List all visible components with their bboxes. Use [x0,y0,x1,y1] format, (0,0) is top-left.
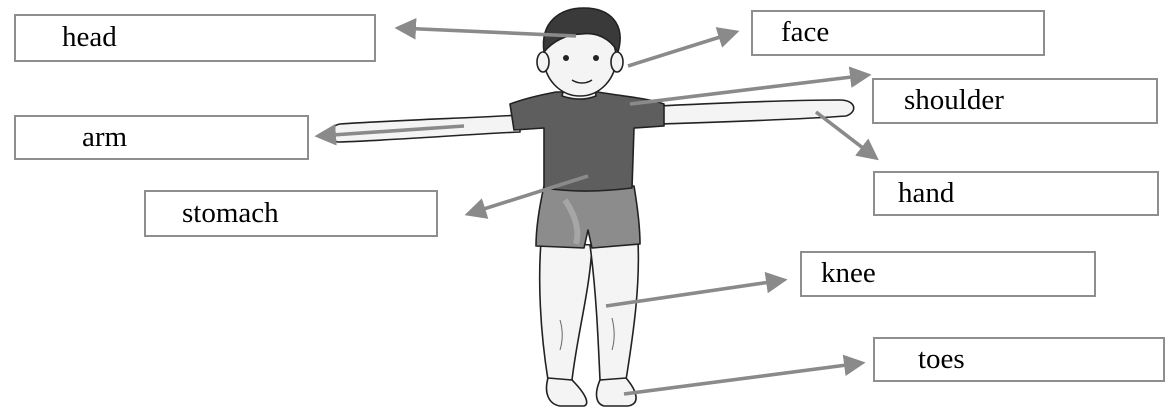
arrow-face [628,32,736,66]
label-box-head: head [14,14,376,62]
label-knee: knee [821,259,876,288]
boy-legs [540,242,639,380]
label-stomach: stomach [182,198,279,227]
label-box-knee: knee [800,251,1096,297]
boy-shorts [536,186,640,248]
label-head: head [62,23,117,52]
label-box-face: face [751,10,1045,56]
label-box-hand: hand [873,171,1159,216]
label-hand: hand [898,178,954,207]
label-shoulder: shoulder [904,86,1004,115]
boy-feet [547,378,637,406]
label-toes: toes [918,344,965,373]
label-box-stomach: stomach [144,190,438,237]
label-box-toes: toes [873,337,1165,382]
arrow-hand [816,112,876,158]
label-box-shoulder: shoulder [872,78,1158,124]
label-box-arm: arm [14,115,309,160]
label-arm: arm [82,122,127,151]
arrow-toes [624,363,862,394]
label-face: face [781,18,829,47]
